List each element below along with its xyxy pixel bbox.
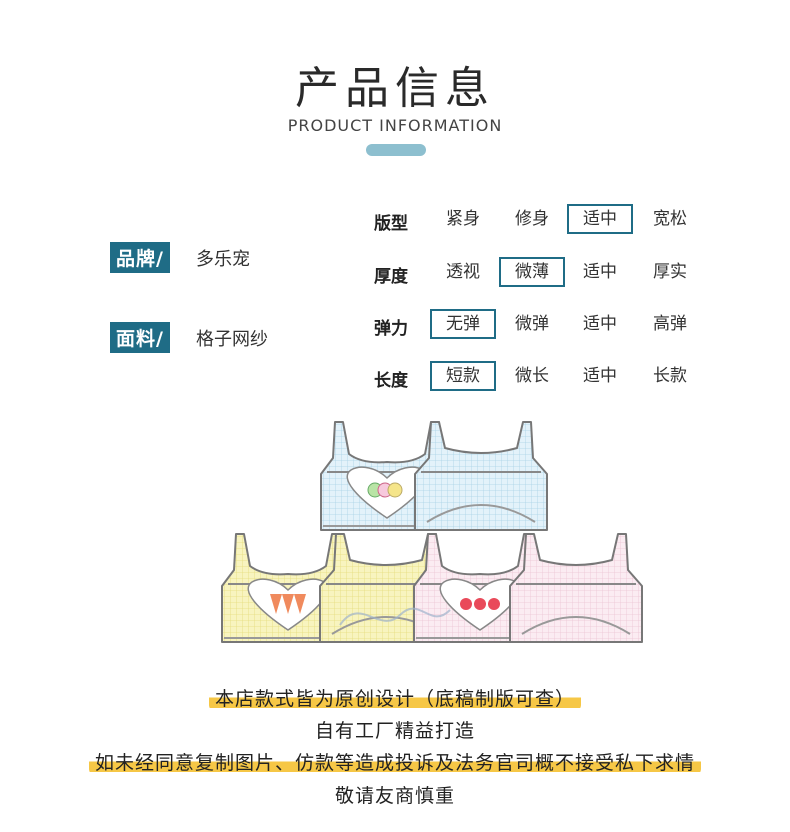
spec-option: 透视	[446, 262, 480, 282]
page-title: 产品信息	[295, 63, 495, 114]
garment-pink-back	[509, 533, 643, 643]
notice-line-3-text: 如未经同意复制图片、仿款等造成投诉及法务官司概不接受私下求情	[88, 748, 701, 775]
watermark-logo	[339, 607, 451, 626]
notice-line-3: 如未经同意复制图片、仿款等造成投诉及法务官司概不接受私下求情	[0, 748, 790, 775]
spec-option: 宽松	[653, 209, 687, 229]
brand-label: 品牌/	[110, 242, 170, 273]
spec-label-thickness: 厚度	[374, 267, 408, 287]
spec-option: 高弹	[653, 314, 687, 334]
page-subtitle: PRODUCT INFORMATION	[287, 116, 503, 135]
garment-blue-front	[320, 421, 454, 531]
garment-yellow-front	[221, 533, 355, 643]
spec-option: 长款	[653, 366, 687, 386]
notice-line-1-text: 本店款式皆为原创设计（底稿制版可查）	[208, 684, 581, 711]
notice-line-4: 敬请友商慎重	[334, 785, 455, 807]
spec-option-selected: 短款	[430, 361, 496, 391]
spec-option: 厚实	[653, 262, 687, 282]
fabric-label: 面料/	[110, 322, 170, 353]
spec-option-selected: 无弹	[430, 309, 496, 339]
spec-option: 紧身	[446, 209, 480, 229]
spec-option: 微长	[515, 366, 549, 386]
spec-label-elasticity: 弹力	[374, 319, 408, 339]
title-divider-bar	[366, 144, 426, 156]
spec-option-selected: 适中	[567, 204, 633, 234]
spec-option: 微弹	[515, 314, 549, 334]
spec-option: 适中	[583, 366, 617, 386]
notice-line-2: 自有工厂精益打造	[314, 720, 475, 742]
notice-line-1: 本店款式皆为原创设计（底稿制版可查）	[0, 684, 790, 711]
spec-label-length: 长度	[374, 371, 408, 391]
garment-blue-back	[414, 421, 548, 531]
fabric-value: 格子网纱	[196, 329, 268, 350]
spec-option-selected: 微薄	[499, 257, 565, 287]
spec-option: 适中	[583, 314, 617, 334]
brand-value: 多乐宠	[196, 249, 250, 270]
spec-label-fit: 版型	[374, 214, 408, 234]
spec-option: 修身	[515, 209, 549, 229]
spec-option: 适中	[583, 262, 617, 282]
product-illustration	[221, 421, 643, 643]
